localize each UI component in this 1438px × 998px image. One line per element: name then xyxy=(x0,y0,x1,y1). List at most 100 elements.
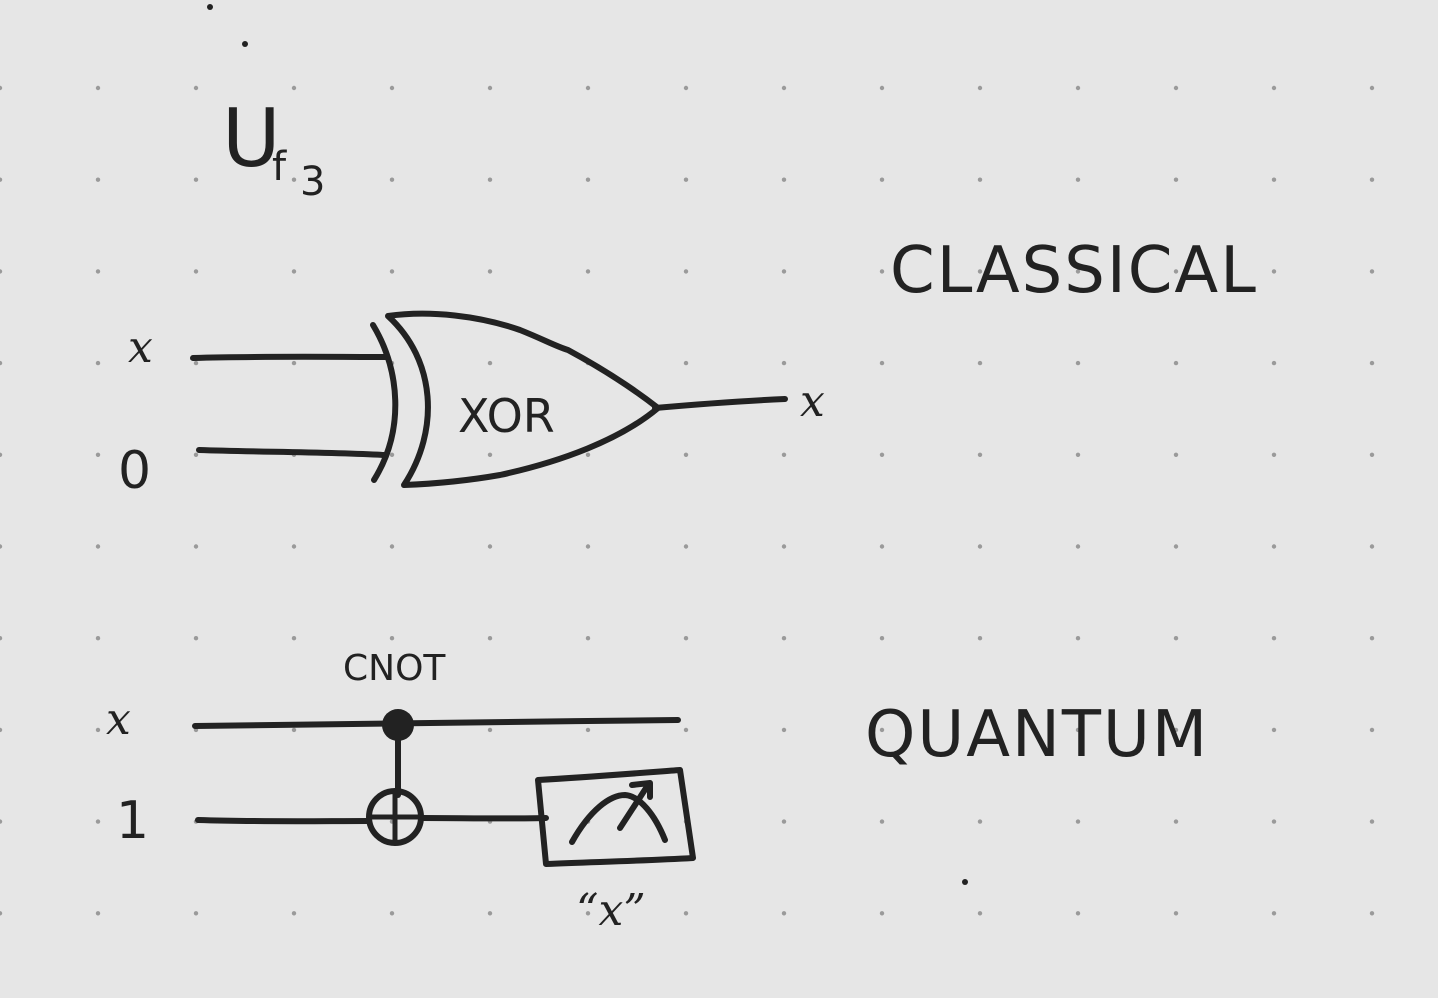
grid-dot xyxy=(0,544,3,549)
grid-dot xyxy=(1075,819,1081,824)
stray-dot xyxy=(207,4,213,10)
quantum-heading: QUANTUM xyxy=(865,698,1209,772)
xor-gate-body xyxy=(385,310,661,488)
grid-dot xyxy=(291,269,297,274)
grid-dot xyxy=(95,819,101,824)
grid-dot xyxy=(95,452,101,457)
grid-dot xyxy=(781,85,787,91)
cnot-control-dot xyxy=(382,709,414,741)
xor-gate-label: XOR xyxy=(458,389,555,443)
grid-dot xyxy=(683,544,689,549)
grid-dot xyxy=(585,544,591,549)
grid-dot xyxy=(389,636,395,641)
grid-dot xyxy=(1271,85,1277,91)
grid-dot xyxy=(1173,452,1179,457)
grid-dot xyxy=(1075,452,1081,457)
measurement-label: “x” xyxy=(576,885,646,936)
grid-dot xyxy=(977,819,983,824)
grid-dot xyxy=(95,269,101,274)
grid-dot xyxy=(95,636,101,641)
grid-dot xyxy=(879,360,885,366)
grid-dot xyxy=(1271,819,1277,824)
grid-dot xyxy=(0,819,3,824)
grid-dot xyxy=(389,911,395,916)
grid-dot xyxy=(487,85,493,91)
grid-dot xyxy=(1271,544,1277,549)
grid-dot xyxy=(977,269,983,274)
grid-dot xyxy=(585,85,591,91)
grid-dot xyxy=(193,636,199,641)
grid-dot xyxy=(1271,636,1277,641)
grid-dot xyxy=(1271,727,1277,733)
grid-dot xyxy=(291,727,297,733)
grid-dot xyxy=(683,85,689,91)
grid-dot xyxy=(1075,177,1081,182)
grid-dot xyxy=(1369,911,1375,916)
grid-dot xyxy=(683,269,689,274)
grid-dot xyxy=(389,544,395,549)
grid-dot xyxy=(487,911,493,916)
grid-dot xyxy=(977,544,983,549)
classical-input-bottom-wire xyxy=(196,447,387,458)
grid-dot xyxy=(879,269,885,274)
grid-dot xyxy=(1369,544,1375,549)
grid-dot xyxy=(487,727,493,733)
grid-dot xyxy=(1173,544,1179,549)
grid-dot xyxy=(193,269,199,274)
grid-dot xyxy=(1369,177,1375,182)
grid-dot xyxy=(585,452,591,457)
grid-dot xyxy=(95,85,101,91)
grid-dot xyxy=(585,177,591,182)
grid-dot xyxy=(585,269,591,274)
grid-dot xyxy=(0,360,3,366)
title-main: U xyxy=(222,92,281,185)
grid-dot xyxy=(879,544,885,549)
grid-dot xyxy=(1369,360,1375,366)
quantum-wire-bottom-label: 1 xyxy=(116,791,151,851)
grid-dot xyxy=(193,544,199,549)
grid-dot xyxy=(0,452,3,457)
grid-dot xyxy=(389,269,395,274)
grid-dot xyxy=(683,177,689,182)
grid-dot xyxy=(977,177,983,182)
classical-output-wire xyxy=(652,396,788,411)
grid-dot xyxy=(781,911,787,916)
grid-dot xyxy=(1173,360,1179,366)
title-index: 3 xyxy=(300,159,325,205)
grid-dot xyxy=(781,269,787,274)
grid-dot xyxy=(193,911,199,916)
grid-dot xyxy=(879,911,885,916)
grid-dot xyxy=(683,360,689,366)
grid-dot xyxy=(487,636,493,641)
xor-back-curve xyxy=(370,322,399,483)
grid-dot xyxy=(879,636,885,641)
grid-dot xyxy=(1369,636,1375,641)
grid-dot xyxy=(487,269,493,274)
grid-dot xyxy=(977,727,983,733)
grid-dot xyxy=(781,727,787,733)
grid-dot xyxy=(781,636,787,641)
grid-dot xyxy=(879,177,885,182)
grid-dot xyxy=(1271,269,1277,274)
grid-dot xyxy=(683,727,689,733)
grid-dot xyxy=(0,269,3,274)
grid-dot xyxy=(193,452,199,457)
grid-dot xyxy=(291,636,297,641)
grid-dot xyxy=(291,177,297,182)
grid-dot xyxy=(1075,636,1081,641)
grid-dot xyxy=(781,544,787,549)
grid-dot xyxy=(781,452,787,457)
stray-dot xyxy=(962,879,968,885)
grid-dot xyxy=(781,360,787,366)
grid-dot xyxy=(585,911,591,916)
grid-dot xyxy=(95,911,101,916)
grid-dot xyxy=(291,360,297,366)
grid-dot xyxy=(1173,636,1179,641)
classical-input-top-wire xyxy=(190,353,389,361)
grid-dot xyxy=(1075,269,1081,274)
classical-xor-circuit: x 0 XOR x xyxy=(118,310,825,501)
grid-dot xyxy=(1271,177,1277,182)
stray-dot xyxy=(242,41,248,47)
grid-dot xyxy=(1075,544,1081,549)
